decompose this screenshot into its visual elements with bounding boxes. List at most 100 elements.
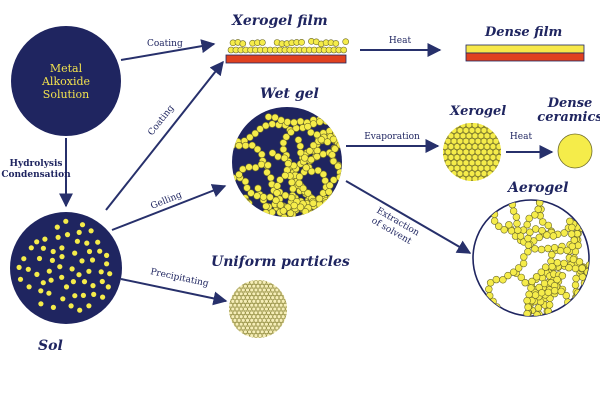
uniform-particle <box>285 284 287 289</box>
sol-particle <box>90 283 96 289</box>
uniform-particle <box>283 333 287 338</box>
wet-gel-particle <box>317 136 325 144</box>
aerogel-particle <box>516 232 525 240</box>
xerogel-particle <box>489 132 497 140</box>
uniform-particle <box>245 310 250 315</box>
uniform-particle <box>276 329 282 334</box>
xerogel-particle <box>492 137 500 145</box>
xerogel-particle <box>492 148 500 156</box>
uniform-particle <box>283 280 287 285</box>
xerogel-particle <box>468 148 476 156</box>
sol-particle <box>64 232 71 238</box>
wet-gel-particle <box>302 221 309 228</box>
uniform-particle <box>255 329 261 334</box>
wet-gel-particle <box>310 211 318 217</box>
xerogel-particle <box>495 123 501 129</box>
uniform-particle <box>285 314 287 319</box>
aerogel-particle <box>537 268 545 276</box>
xerogel-particle <box>483 132 491 140</box>
uniform-particle <box>253 318 259 323</box>
uniform-particle <box>260 306 265 312</box>
aerogel-particle <box>533 311 541 316</box>
xerogel-particle <box>480 127 488 134</box>
edge-heat-ceramics: Heat <box>506 132 554 159</box>
aerogel-particle <box>544 221 552 230</box>
wet-gel-particle <box>256 125 264 133</box>
xerogel-particle <box>443 170 446 177</box>
wet-gel-particle <box>309 141 318 150</box>
uniform-particle <box>264 314 269 319</box>
xerogel-particle <box>474 159 482 167</box>
xerogel-particle <box>502 165 508 171</box>
wet-gel-particle <box>308 209 316 217</box>
uniform-particle <box>253 280 259 285</box>
uniform-particle <box>285 329 287 334</box>
wet-gel-particle <box>294 136 303 144</box>
sol-particle <box>46 290 52 296</box>
sol-particle <box>68 303 74 309</box>
wet-gel-particle <box>239 203 247 211</box>
xerogel-particle <box>459 175 467 181</box>
node-uniform-particles: Uniform particles <box>211 254 350 338</box>
wet-gel-particle <box>313 131 321 139</box>
uniform-particle <box>268 291 273 296</box>
wet-gel-particle <box>309 199 317 207</box>
wet-gel-particle <box>301 154 309 162</box>
uniform-particle <box>229 306 231 312</box>
wet-gel-particle <box>315 194 324 203</box>
xerogel-particle <box>443 159 446 167</box>
uniform-particle <box>283 287 287 293</box>
aerogel-particle <box>524 303 532 311</box>
uniform-particle <box>230 329 236 334</box>
edge-hydrolysis: Hydrolysis Condensation <box>1 138 73 208</box>
wet-gel-particle <box>253 145 262 154</box>
wet-gel-particle <box>274 153 282 161</box>
uniform-particle <box>260 314 265 319</box>
wet-gel-particle <box>245 163 253 171</box>
node-aerogel: Aerogel <box>472 180 590 317</box>
sol-particle <box>70 279 76 285</box>
aerogel-particle <box>486 292 494 300</box>
uniform-particle <box>274 280 280 285</box>
aerogel-particle <box>509 268 518 276</box>
uniform-particle <box>232 295 238 300</box>
uniform-particle <box>243 314 248 319</box>
uniform-particle <box>230 314 236 319</box>
wet-gel-particle <box>239 165 247 173</box>
uniform-particle <box>276 322 282 327</box>
uniform-particle <box>236 303 242 308</box>
xerogel-particle <box>486 170 494 177</box>
xerogel-particle <box>498 148 501 156</box>
sol-particle <box>63 284 70 290</box>
aerogel-particle <box>514 226 522 234</box>
uniform-particle <box>229 280 233 285</box>
aerogel-particle <box>524 241 533 249</box>
wet-gel-particle <box>273 189 281 197</box>
aerogel-particle <box>540 279 549 288</box>
uniform-particle <box>257 287 263 293</box>
uniform-particle <box>232 303 238 308</box>
wet-gel-particle <box>251 163 260 172</box>
uniform-particle <box>276 306 282 312</box>
film-particle <box>259 39 266 46</box>
uniform-particle <box>272 291 277 296</box>
uniform-particle <box>241 295 246 300</box>
uniform-particle <box>234 314 240 319</box>
aerogel-particle <box>534 205 542 214</box>
wet-gel-particle <box>283 118 292 126</box>
wet-gel-particle <box>263 168 271 177</box>
uniform-particle <box>281 329 286 334</box>
wet-gel-particle <box>307 156 315 164</box>
node-xerogel-film: Xerogel film <box>225 13 350 64</box>
uniform-particle <box>236 318 242 323</box>
sol-particle <box>54 224 60 230</box>
wet-gel-particle <box>234 198 242 206</box>
wet-gel-particle <box>304 189 312 197</box>
aerogel-network <box>485 200 589 316</box>
uniform-particle <box>270 280 275 285</box>
uniform-particle <box>236 295 242 300</box>
xerogel-particle <box>444 170 452 177</box>
wet-gel-particle <box>236 201 245 209</box>
uniform-particle <box>236 310 242 315</box>
wet-gel-particle <box>241 200 249 209</box>
